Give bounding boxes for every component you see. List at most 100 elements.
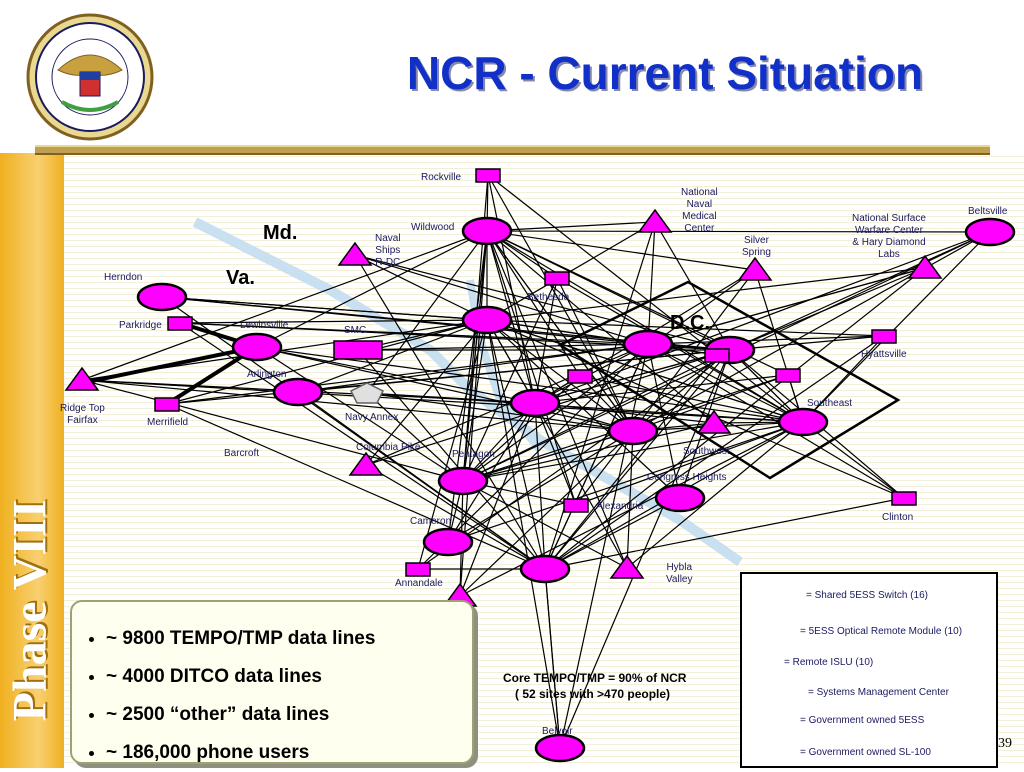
link-line <box>81 379 634 432</box>
link-line <box>366 392 804 423</box>
node-hybla <box>609 554 645 579</box>
node-columbia-pike <box>348 451 384 476</box>
node-bethesda <box>544 271 570 286</box>
link-line <box>166 349 731 405</box>
link-line <box>166 403 546 570</box>
node-cameron <box>422 527 474 557</box>
link-line <box>647 267 926 345</box>
link-line <box>462 230 488 482</box>
link-line <box>729 267 926 351</box>
link-line <box>81 379 464 482</box>
node-dc-islu2 <box>567 369 593 384</box>
label-wildwood: Wildwood <box>411 222 455 233</box>
link-line <box>729 231 991 351</box>
label-lewinsville: Lewinsville <box>240 320 289 331</box>
label-smc: SMC <box>344 325 367 336</box>
link-line <box>486 319 681 499</box>
link-line <box>486 230 756 271</box>
node-navy-annex <box>349 382 385 404</box>
region-dc: D.C. <box>670 312 710 334</box>
label-pentagon: Pentagon <box>452 449 495 460</box>
region-md: Md. <box>263 222 298 244</box>
label-southwest: Southwest <box>683 446 730 457</box>
label-hyattsville: Hyattsville <box>861 349 907 360</box>
link-line <box>579 375 804 423</box>
link-line <box>647 343 905 499</box>
link-line <box>559 349 731 749</box>
label-congress-heights: Congress Heights <box>647 472 727 483</box>
link-line <box>802 421 905 499</box>
link-line <box>366 392 634 432</box>
node-hub-d <box>509 388 561 418</box>
link-line <box>354 254 488 321</box>
highlight-links <box>81 321 259 406</box>
label-beltsville: Beltsville <box>968 206 1008 217</box>
node-dc-islu <box>775 368 801 383</box>
link-line <box>365 319 488 466</box>
link-line <box>462 422 715 482</box>
page-title: NCR - Current Situation <box>406 47 924 99</box>
label-herndon: Herndon <box>104 272 143 283</box>
label-hybla-valley: Hybla Valley <box>666 562 693 585</box>
node-herndon <box>136 282 188 312</box>
node-merrifield <box>154 397 180 412</box>
link-line <box>486 319 634 432</box>
legend-orm-label: = 5ESS Optical Remote Module (10) <box>800 626 963 637</box>
link-line <box>486 319 885 337</box>
link-line <box>462 421 804 482</box>
link-line <box>486 319 546 570</box>
region-va: Va. <box>226 267 255 289</box>
link-line <box>357 349 546 570</box>
stats-panel: ~ 9800 TEMPO/TMP data lines ~ 4000 DITCO… <box>70 600 474 764</box>
link-line <box>802 231 991 423</box>
node-belvoir <box>534 733 586 763</box>
link-line <box>459 421 804 597</box>
link-line <box>544 349 731 570</box>
node-beltsville <box>964 217 1016 247</box>
link-line <box>417 349 731 570</box>
link-line <box>486 319 561 749</box>
link-line <box>459 430 634 597</box>
link-line <box>632 349 731 432</box>
link-line <box>487 174 634 432</box>
node-hyattsville <box>871 329 897 344</box>
stat-item: ~ 2500 “other” data lines <box>106 696 472 734</box>
link-line <box>354 254 546 570</box>
link-line <box>417 319 488 570</box>
stat-item: ~ 9800 TEMPO/TMP data lines <box>106 620 472 658</box>
link-line <box>365 464 546 570</box>
link-line <box>179 322 546 570</box>
node-ridge-top <box>64 366 100 391</box>
node-hub-b <box>622 329 674 359</box>
link-line <box>486 267 926 321</box>
node-naval-ships <box>337 241 373 266</box>
link-line <box>447 421 804 543</box>
label-alexandria: Alexandria <box>596 501 644 512</box>
link-line <box>486 230 991 233</box>
node-wildwood <box>461 216 513 246</box>
legend-smc-label: = Systems Management Center <box>808 687 949 698</box>
node-arlington <box>272 377 324 407</box>
link-line <box>462 277 558 482</box>
link-line <box>544 354 718 570</box>
link-line <box>559 343 649 749</box>
link-line <box>166 319 488 405</box>
node-annandale <box>405 562 431 577</box>
node-southeast <box>777 407 829 437</box>
link-line <box>459 402 536 597</box>
link-line <box>462 269 756 482</box>
link-line <box>366 230 488 394</box>
label-merrifield: Merrifield <box>147 417 189 428</box>
label-bethesda: Bethesda <box>527 292 570 303</box>
link-line <box>575 421 804 506</box>
node-clinton <box>891 491 917 506</box>
label-annandale: Annandale <box>395 578 443 589</box>
label-barcroft: Barcroft <box>224 448 260 459</box>
link-line <box>179 319 488 324</box>
link-line <box>626 430 634 569</box>
node-parkridge <box>167 316 193 331</box>
link-line <box>654 221 731 351</box>
link-line <box>534 402 546 570</box>
link-line <box>354 254 649 345</box>
